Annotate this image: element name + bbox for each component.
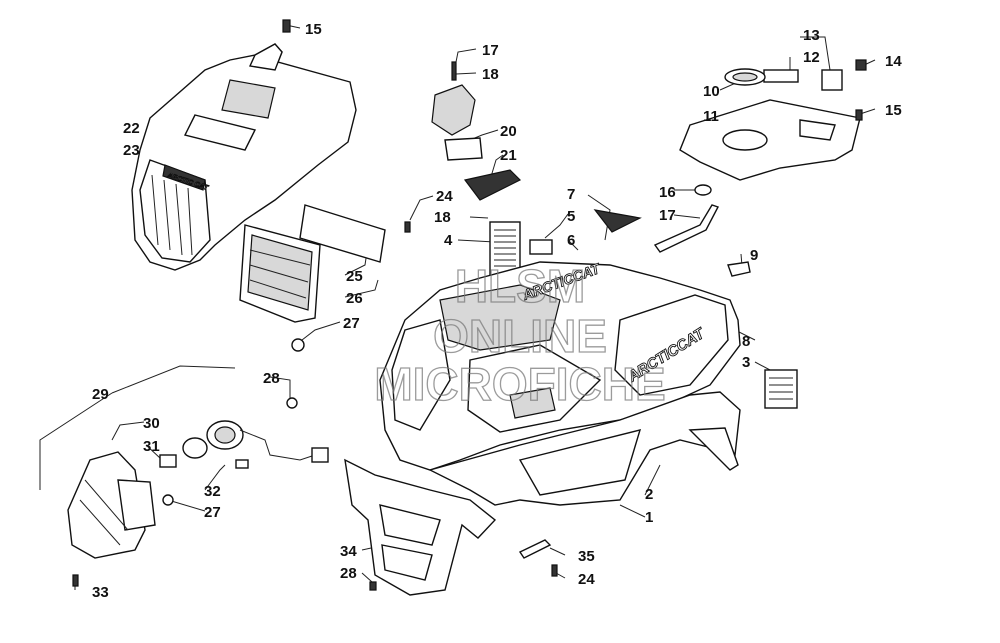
callout-15b: 15	[885, 102, 902, 119]
callout-21: 21	[500, 147, 517, 164]
callout-27b: 27	[204, 504, 221, 521]
callout-24a: 24	[436, 188, 453, 205]
callout-17: 17	[659, 207, 676, 224]
callout-31: 31	[143, 438, 160, 455]
fasteners	[72, 221, 558, 591]
callout-19: 18	[482, 66, 499, 83]
front-fender: ARCTICCAT ARCTICCAT	[379, 209, 741, 506]
callout-30: 30	[143, 415, 160, 432]
callout-32: 32	[204, 483, 221, 500]
watermark-line-3: MICROFICHE	[374, 358, 665, 410]
front-hood: ARCTIC CAT	[131, 43, 357, 271]
light-socket	[159, 420, 329, 469]
callout-5: 5	[567, 208, 575, 225]
callout-numbers: 15 22 23 17 18 20 21 24 18 4 7 5 6 16 17…	[92, 21, 902, 601]
callout-26: 26	[346, 290, 363, 307]
callout-22: 22	[123, 120, 140, 137]
callout-8: 8	[742, 333, 750, 350]
switch-parts	[282, 19, 522, 201]
watermark-line-2: ONLINE	[433, 310, 607, 362]
callout-29: 29	[92, 386, 109, 403]
watermark-line-1: HLSM	[455, 260, 585, 312]
decals	[489, 69, 843, 409]
callout-6: 6	[567, 232, 575, 249]
front-bumper	[344, 458, 497, 596]
callout-12: 12	[803, 49, 820, 66]
callout-20: 20	[500, 123, 517, 140]
callout-23: 23	[123, 142, 140, 159]
hose	[653, 184, 720, 253]
callout-10: 10	[703, 83, 720, 100]
callout-28a: 28	[263, 370, 280, 387]
callout-33: 33	[92, 584, 109, 601]
headlight	[67, 451, 156, 559]
grille	[239, 204, 386, 323]
watermark: HLSM ONLINE MICROFICHE	[374, 259, 667, 410]
callout-13: 13	[803, 27, 820, 44]
callout-4: 4	[444, 232, 453, 249]
callout-18a: 17	[482, 42, 499, 59]
callout-7: 7	[567, 186, 575, 203]
callout-16: 16	[659, 184, 676, 201]
callout-9: 9	[750, 247, 758, 264]
callout-3: 3	[742, 354, 750, 371]
callout-14: 14	[885, 53, 902, 70]
callout-2: 2	[645, 486, 653, 503]
callout-24b: 24	[578, 571, 595, 588]
callout-35: 35	[578, 548, 595, 565]
callout-11: 11	[703, 108, 719, 125]
rear-cover	[679, 59, 867, 181]
callout-1: 1	[645, 509, 653, 526]
callout-15a: 15	[305, 21, 322, 38]
callout-34: 34	[340, 543, 357, 560]
callout-18b: 18	[434, 209, 451, 226]
trim-strip	[518, 539, 552, 559]
callout-25: 25	[346, 268, 363, 285]
callout-28b: 28	[340, 565, 357, 582]
callout-27a: 27	[343, 315, 360, 332]
bracket	[727, 261, 751, 277]
